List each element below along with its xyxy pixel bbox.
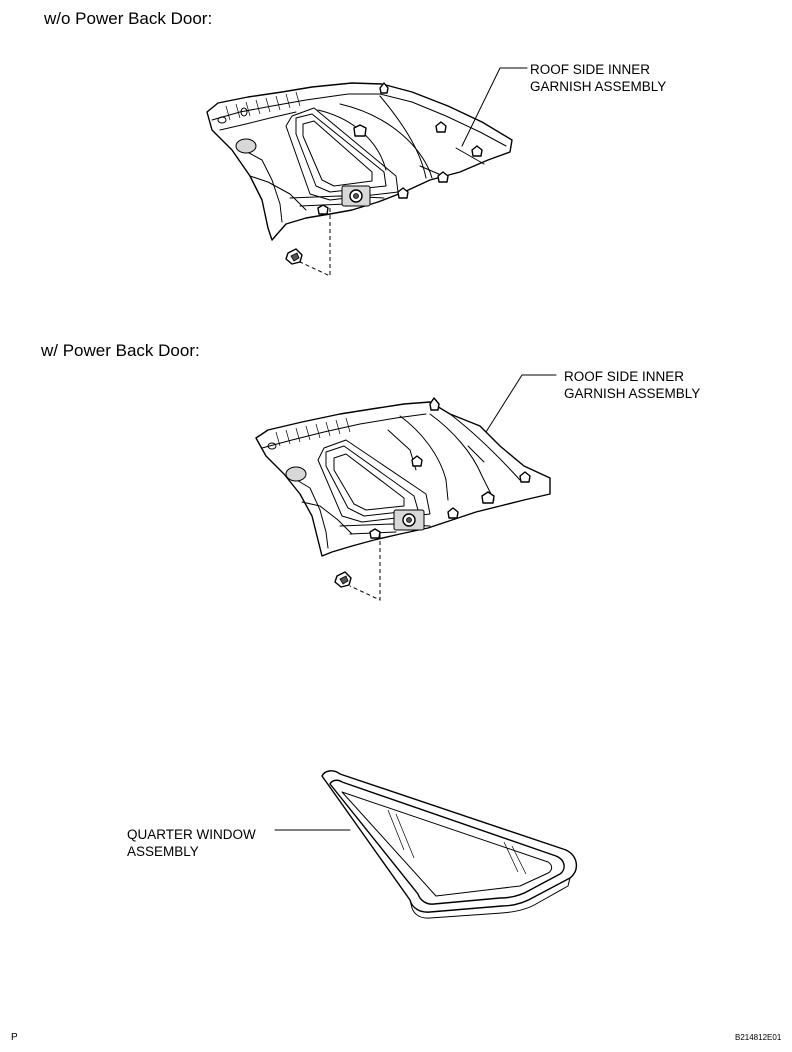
roof-side-inner-garnish-illustration-2 [255, 397, 551, 601]
label-quarter-window-assembly: QUARTER WINDOW ASSEMBLY [127, 826, 256, 860]
clip-fastener-1 [285, 248, 303, 265]
section-header-without-power-door: w/o Power Back Door: [44, 9, 213, 28]
section-header-with-power-door: w/ Power Back Door: [41, 341, 200, 360]
clip-fastener-2 [334, 571, 352, 588]
roof-side-inner-garnish-illustration-1 [206, 82, 513, 277]
leader-line-garnish-2 [485, 374, 557, 433]
quarter-window-glass-illustration [321, 770, 577, 919]
label-roof-side-inner-garnish-2: ROOF SIDE INNER GARNISH ASSEMBLY [564, 368, 700, 402]
footer-figure-code: B214812E01 [735, 1033, 782, 1042]
leader-line-garnish-1 [461, 67, 528, 147]
label-line-1: QUARTER WINDOW [127, 827, 256, 842]
label-line-1: ROOF SIDE INNER [564, 369, 685, 384]
label-line-2: GARNISH ASSEMBLY [530, 79, 667, 94]
footer-page-marker: P [11, 1032, 18, 1043]
label-line-1: ROOF SIDE INNER [530, 62, 651, 77]
label-roof-side-inner-garnish-1: ROOF SIDE INNER GARNISH ASSEMBLY [530, 61, 666, 95]
label-line-2: GARNISH ASSEMBLY [564, 386, 701, 401]
label-line-2: ASSEMBLY [127, 844, 199, 859]
